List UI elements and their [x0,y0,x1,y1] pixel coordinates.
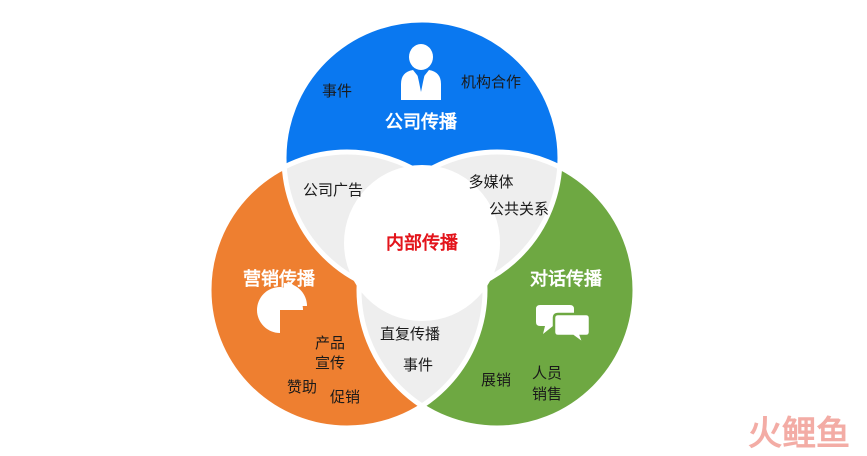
marketing-item-product: 产品 [315,334,345,352]
company-circle-outline [281,17,563,299]
dialogue-item-exhibition: 展销 [481,371,511,389]
dialogue-title: 对话传播 [530,268,603,290]
marketing-item-sales-promotion: 促销 [330,388,360,406]
marketing-item-promotion-publicity: 宣传 [315,354,345,372]
dialogue-item-sales: 销售 [532,385,562,403]
center-circle [344,165,500,321]
company-item-event: 事件 [322,82,352,100]
overlap-label-multimedia: 多媒体 [468,173,513,191]
center-title: 内部传播 [386,232,459,254]
overlap-label-direct-communication: 直复传播 [380,325,440,343]
marketing-item-sponsorship: 赞助 [287,378,317,396]
overlap-label-corporate-ads: 公司广告 [303,181,363,199]
company-title: 公司传播 [385,111,458,133]
overlap-label-public-relations: 公共关系 [489,200,549,218]
overlap-label-event: 事件 [403,356,433,374]
pie-chart-icon [257,283,307,333]
marketing-title: 营销传播 [243,268,316,290]
dialogue-circle-outline [356,149,638,431]
chat-bubbles-icon [536,305,592,348]
person-icon [401,44,441,100]
watermark-logo-text: 火鲤鱼 [748,414,850,454]
company-item-partnership: 机构合作 [461,73,521,91]
dialogue-item-personnel: 人员 [532,364,562,382]
marketing-circle-outline [206,149,488,431]
